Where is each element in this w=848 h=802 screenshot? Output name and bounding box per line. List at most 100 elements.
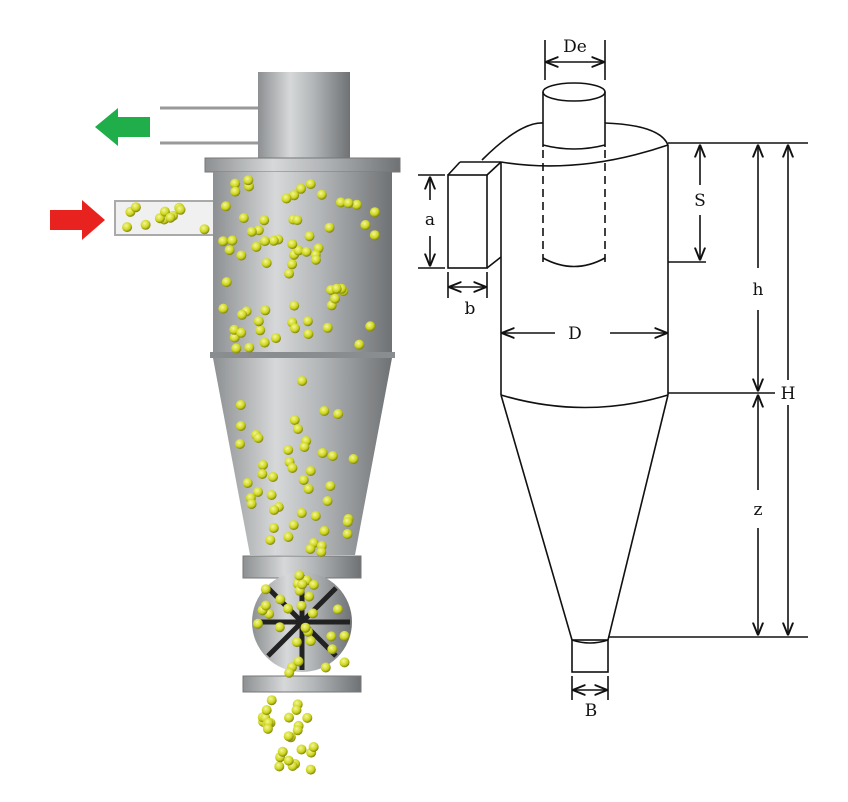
- particle: [262, 723, 273, 734]
- particle: [268, 523, 279, 533]
- particle: [269, 505, 280, 515]
- particle: [331, 283, 342, 294]
- label-De: De: [563, 37, 587, 57]
- particle: [242, 478, 253, 488]
- particle: [230, 186, 241, 197]
- particle: [271, 333, 281, 344]
- particle: [274, 622, 285, 633]
- particle: [293, 245, 304, 256]
- particle: [305, 466, 316, 476]
- particle: [259, 215, 270, 226]
- particle: [354, 339, 365, 350]
- particle: [224, 245, 235, 256]
- particle: [304, 231, 315, 242]
- particle: [255, 325, 266, 336]
- label-b: b: [465, 299, 476, 319]
- particle: [296, 744, 307, 755]
- valve-bottom-flange: [242, 675, 362, 693]
- particle: [230, 178, 241, 189]
- particle: [308, 579, 319, 590]
- particle: [284, 712, 294, 723]
- particle: [296, 183, 306, 194]
- particle: [360, 220, 371, 230]
- particle: [308, 742, 319, 752]
- particle: [303, 329, 314, 339]
- particle: [253, 618, 263, 629]
- particle: [296, 508, 307, 518]
- particle: [305, 544, 316, 554]
- particle: [343, 198, 354, 209]
- particle: [253, 433, 264, 443]
- particle: [246, 499, 257, 509]
- particle: [342, 517, 353, 527]
- particle: [268, 472, 278, 482]
- label-h: h: [753, 280, 764, 300]
- cyclone-illustration: [50, 72, 401, 775]
- particle: [305, 636, 316, 647]
- particle: [293, 656, 304, 667]
- particle: [221, 277, 232, 288]
- particle: [307, 608, 318, 619]
- particle: [283, 731, 294, 742]
- particle: [292, 725, 303, 736]
- particle: [261, 705, 272, 716]
- particle: [291, 705, 302, 715]
- particle: [259, 337, 270, 348]
- particle: [324, 222, 335, 233]
- particle: [175, 204, 186, 215]
- particle: [253, 316, 264, 327]
- particle: [302, 712, 313, 723]
- particle: [300, 622, 311, 633]
- particle: [284, 268, 295, 279]
- inlet-duct: [447, 174, 488, 269]
- particle: [281, 193, 292, 204]
- particle: [311, 254, 321, 265]
- particle: [231, 343, 242, 354]
- particle: [369, 207, 380, 218]
- particle: [305, 179, 316, 190]
- particle: [322, 496, 333, 506]
- particle: [348, 454, 359, 464]
- particle: [310, 511, 321, 521]
- particle: [253, 487, 263, 497]
- particle: [235, 400, 246, 410]
- particle: [218, 236, 229, 247]
- particle: [260, 600, 271, 611]
- label-S: S: [694, 191, 706, 211]
- dirty-gas-inlet-arrow-icon: [50, 200, 105, 240]
- particle: [327, 644, 338, 655]
- particle: [322, 322, 333, 333]
- particle: [244, 342, 255, 353]
- particle: [290, 323, 300, 334]
- particle: [330, 293, 341, 304]
- particle: [302, 316, 313, 327]
- particle: [365, 321, 376, 332]
- particle: [319, 526, 330, 536]
- label-z: z: [754, 500, 763, 520]
- particle: [332, 604, 343, 615]
- particle: [265, 535, 276, 545]
- particle: [165, 212, 176, 223]
- particle: [291, 637, 302, 648]
- body-ring: [210, 352, 395, 358]
- particle: [296, 600, 307, 611]
- particle: [288, 520, 299, 530]
- particle: [283, 603, 293, 614]
- particle: [287, 259, 298, 270]
- particle: [235, 439, 245, 449]
- particle: [199, 224, 210, 235]
- cyclone-schematic: De a b D S h z H B: [418, 37, 808, 721]
- particle: [326, 631, 337, 642]
- particle: [140, 219, 151, 230]
- particle: [236, 327, 247, 338]
- particle: [238, 213, 249, 224]
- particle: [299, 442, 310, 452]
- particle: [339, 630, 350, 641]
- particle: [287, 463, 298, 473]
- particle: [258, 460, 268, 470]
- particle: [259, 236, 270, 247]
- particle: [260, 305, 271, 316]
- particle: [320, 662, 331, 673]
